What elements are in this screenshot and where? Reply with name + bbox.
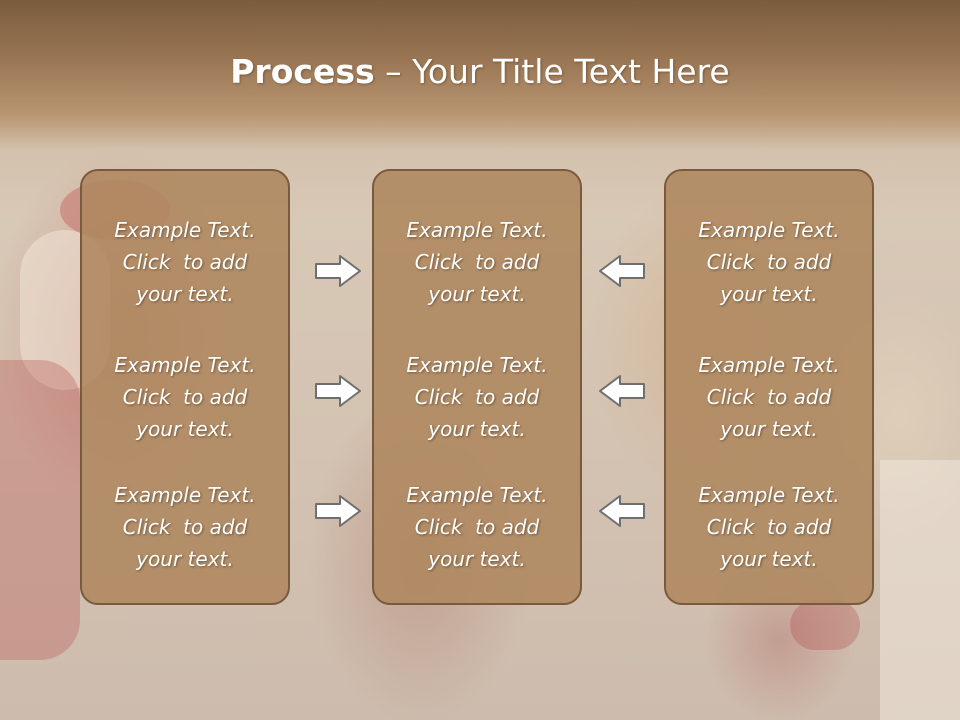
text-line: your text. — [428, 547, 526, 571]
text-line: Example Text. — [114, 483, 256, 507]
text-line: Example Text. — [406, 483, 548, 507]
process-panel-1[interactable]: Example Text. Click to add your text. Ex… — [80, 169, 290, 605]
text-line: your text. — [720, 282, 818, 306]
slide-title[interactable]: Process – Your Title Text Here — [0, 52, 960, 91]
process-panel-2[interactable]: Example Text. Click to add your text. Ex… — [372, 169, 582, 605]
text-line: Example Text. — [114, 218, 256, 242]
stocking-shape — [790, 600, 860, 650]
arrow-left-icon[interactable] — [598, 253, 646, 289]
text-block[interactable]: Example Text. Click to add your text. — [374, 479, 580, 575]
text-block[interactable]: Example Text. Click to add your text. — [374, 214, 580, 310]
text-line: your text. — [428, 282, 526, 306]
text-line: your text. — [136, 547, 234, 571]
text-line: Example Text. — [406, 353, 548, 377]
text-line: Click to add — [122, 515, 248, 539]
text-block[interactable]: Example Text. Click to add your text. — [666, 214, 872, 310]
text-line: your text. — [720, 417, 818, 441]
arrow-left-icon[interactable] — [598, 373, 646, 409]
text-line: Example Text. — [698, 218, 840, 242]
text-line: Example Text. — [698, 353, 840, 377]
text-line: Click to add — [706, 385, 832, 409]
text-line: Click to add — [414, 385, 540, 409]
fireplace-mantel-shape — [880, 460, 960, 720]
text-line: your text. — [136, 282, 234, 306]
text-line: Click to add — [122, 250, 248, 274]
text-line: Click to add — [706, 250, 832, 274]
text-block[interactable]: Example Text. Click to add your text. — [82, 214, 288, 310]
title-rest: – Your Title Text Here — [374, 52, 730, 91]
arrow-left-icon[interactable] — [598, 493, 646, 529]
arrow-right-icon[interactable] — [314, 253, 362, 289]
arrow-right-icon[interactable] — [314, 493, 362, 529]
santa-coat-shape — [0, 360, 80, 660]
arrow-right-icon[interactable] — [314, 373, 362, 409]
text-line: Example Text. — [406, 218, 548, 242]
text-line: your text. — [136, 417, 234, 441]
text-block[interactable]: Example Text. Click to add your text. — [666, 349, 872, 445]
text-block[interactable]: Example Text. Click to add your text. — [666, 479, 872, 575]
title-bold: Process — [230, 52, 375, 91]
text-block[interactable]: Example Text. Click to add your text. — [82, 349, 288, 445]
text-line: Click to add — [414, 250, 540, 274]
text-line: Click to add — [122, 385, 248, 409]
text-line: Example Text. — [698, 483, 840, 507]
text-line: Example Text. — [114, 353, 256, 377]
process-panel-3[interactable]: Example Text. Click to add your text. Ex… — [664, 169, 874, 605]
text-block[interactable]: Example Text. Click to add your text. — [82, 479, 288, 575]
text-line: Click to add — [414, 515, 540, 539]
text-line: your text. — [720, 547, 818, 571]
text-line: your text. — [428, 417, 526, 441]
text-block[interactable]: Example Text. Click to add your text. — [374, 349, 580, 445]
title-banner — [0, 0, 960, 150]
text-line: Click to add — [706, 515, 832, 539]
